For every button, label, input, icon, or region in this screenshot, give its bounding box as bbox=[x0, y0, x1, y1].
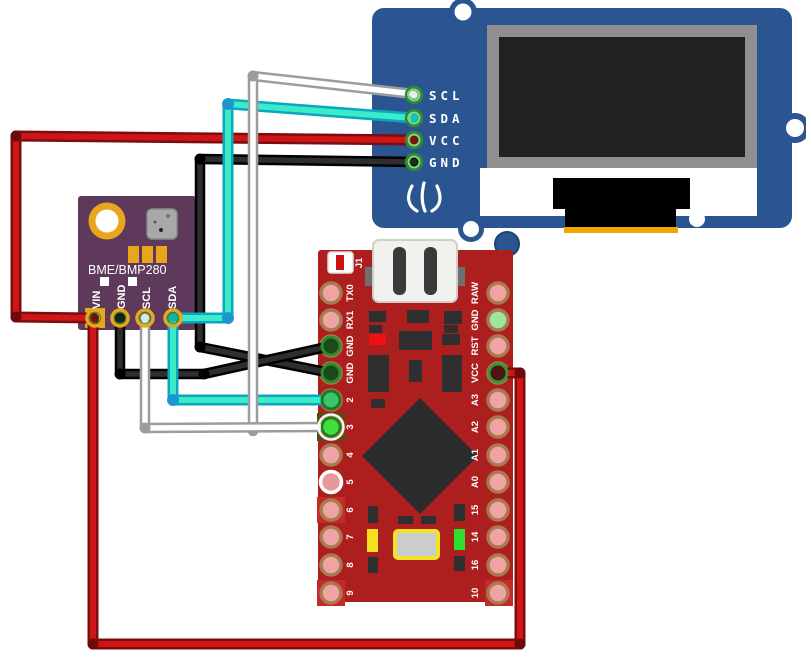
svg-text:RST: RST bbox=[470, 336, 481, 355]
pin-gnd-l2-overlay[interactable] bbox=[320, 362, 342, 384]
fuse bbox=[327, 251, 354, 274]
oled-pin-label-gnd: GND bbox=[429, 155, 464, 170]
bme280-board[interactable]: BME/BMP280 VIN GND SCL SDA bbox=[78, 196, 196, 330]
bme-sensor-chip bbox=[146, 208, 178, 240]
svg-text:4: 4 bbox=[345, 452, 356, 458]
pin-2-overlay[interactable] bbox=[320, 389, 342, 411]
bme-title: BME/BMP280 bbox=[88, 263, 167, 277]
bme-pin-label-vin: VIN bbox=[91, 291, 103, 309]
oled-pin-sda[interactable] bbox=[404, 108, 424, 128]
promicro-left-labels: TX0 RX1 GND GND 2 3 4 5 6 7 8 9 bbox=[345, 284, 356, 595]
wire-sda-bme-to-promicro[interactable] bbox=[167, 312, 337, 406]
oled-flex-connector bbox=[553, 178, 705, 233]
bme-pad1 bbox=[100, 277, 109, 286]
pin-6[interactable] bbox=[319, 498, 343, 522]
bme-pin-sda[interactable] bbox=[163, 308, 183, 328]
bme-gold-pads bbox=[128, 246, 167, 263]
oled-board[interactable]: SCL SDA VCC GND bbox=[372, 0, 806, 257]
svg-text:10: 10 bbox=[470, 588, 481, 599]
svg-text:2: 2 bbox=[345, 397, 356, 402]
bme-pin-vin[interactable] bbox=[85, 308, 105, 328]
smd-components bbox=[367, 310, 465, 573]
oled-hole-right bbox=[786, 119, 804, 137]
svg-text:8: 8 bbox=[345, 562, 356, 567]
wire-vcc-oled-to-bme[interactable] bbox=[10, 130, 420, 324]
pin-7[interactable] bbox=[319, 525, 343, 549]
svg-text:A0: A0 bbox=[470, 476, 481, 488]
oled-pin-vcc[interactable] bbox=[404, 130, 424, 150]
yellow-led bbox=[367, 529, 378, 552]
pin-raw[interactable] bbox=[486, 281, 510, 305]
pin-15[interactable] bbox=[486, 498, 510, 522]
pin-a2[interactable] bbox=[486, 415, 510, 439]
wire-scl-bme-to-promicro[interactable] bbox=[139, 312, 337, 434]
pin-5[interactable] bbox=[318, 469, 344, 495]
pin-14[interactable] bbox=[486, 525, 510, 549]
svg-text:5: 5 bbox=[345, 479, 356, 485]
wire-vcc-bme-to-promicro[interactable] bbox=[87, 312, 526, 650]
pin-4[interactable] bbox=[319, 443, 343, 467]
pin-tx0[interactable] bbox=[319, 281, 343, 305]
oled-pin-overlays[interactable] bbox=[404, 85, 424, 172]
pin-a0[interactable] bbox=[486, 470, 510, 494]
svg-text:GND: GND bbox=[470, 309, 481, 330]
svg-text:6: 6 bbox=[345, 507, 356, 512]
svg-text:RX1: RX1 bbox=[345, 310, 356, 329]
wire-gnd-bme-to-promicro[interactable] bbox=[114, 312, 337, 380]
usb-connector bbox=[365, 239, 465, 303]
pin-3-overlay[interactable] bbox=[317, 413, 345, 441]
crystal bbox=[393, 529, 440, 560]
bme-pin-scl[interactable] bbox=[135, 308, 155, 328]
bme-pin-label-gnd: GND bbox=[116, 285, 128, 310]
pin-a1[interactable] bbox=[486, 443, 510, 467]
pin-rst[interactable] bbox=[486, 334, 510, 358]
bme-pad2 bbox=[128, 277, 137, 286]
svg-text:15: 15 bbox=[470, 504, 481, 515]
svg-text:9: 9 bbox=[345, 590, 356, 595]
pin-a3[interactable] bbox=[486, 388, 510, 412]
svg-text:A1: A1 bbox=[470, 448, 481, 461]
j1-label: J1 bbox=[354, 257, 365, 268]
wire-sda-bme-to-oled[interactable] bbox=[167, 98, 420, 324]
svg-text:RAW: RAW bbox=[470, 282, 481, 304]
seeed-logo-icon bbox=[406, 181, 442, 213]
promicro-pin-overlays[interactable] bbox=[317, 335, 509, 441]
oled-pin-scl[interactable] bbox=[404, 85, 424, 105]
red-led bbox=[369, 334, 386, 345]
svg-text:14: 14 bbox=[470, 531, 481, 542]
svg-text:A2: A2 bbox=[470, 421, 481, 433]
bme-pin-label-sda: SDA bbox=[167, 286, 179, 309]
pin-gnd-r[interactable] bbox=[486, 308, 510, 332]
svg-text:16: 16 bbox=[470, 560, 481, 571]
svg-text:GND: GND bbox=[345, 335, 356, 356]
pin-vcc-overlay[interactable] bbox=[487, 362, 509, 384]
pin-16[interactable] bbox=[486, 553, 510, 577]
oled-pin-label-vcc: VCC bbox=[429, 133, 464, 148]
svg-text:GND: GND bbox=[345, 362, 356, 383]
bme-pin-label-scl: SCL bbox=[141, 287, 153, 309]
svg-text:TX0: TX0 bbox=[345, 284, 356, 301]
oled-pin-gnd[interactable] bbox=[404, 152, 424, 172]
svg-text:7: 7 bbox=[345, 534, 356, 539]
pin-gnd-l1-overlay[interactable] bbox=[320, 335, 342, 357]
oled-screen bbox=[499, 37, 745, 157]
oled-hole-top bbox=[454, 3, 472, 21]
svg-text:A3: A3 bbox=[470, 394, 481, 406]
bme-pin-overlays[interactable] bbox=[85, 308, 183, 328]
mcu-chip bbox=[362, 398, 478, 514]
green-led bbox=[454, 529, 465, 550]
oled-hole-bottom bbox=[463, 221, 479, 237]
pin-rx1[interactable] bbox=[319, 308, 343, 332]
svg-text:VCC: VCC bbox=[470, 363, 481, 383]
oled-pin-label-scl: SCL bbox=[429, 88, 464, 103]
pin-8[interactable] bbox=[319, 553, 343, 577]
promicro-board[interactable]: J1 TX0 RX1 GND GND 2 3 4 5 6 7 8 9 RAW G… bbox=[317, 239, 513, 606]
bme-pin-gnd[interactable] bbox=[110, 308, 130, 328]
oled-pin-label-sda: SDA bbox=[429, 111, 464, 126]
pin-10[interactable] bbox=[486, 581, 510, 605]
svg-text:3: 3 bbox=[345, 424, 356, 429]
bme-mount-hole bbox=[95, 209, 119, 233]
promicro-right-labels: RAW GND RST VCC A3 A2 A1 A0 15 14 16 10 bbox=[470, 282, 481, 598]
pin-9[interactable] bbox=[319, 581, 343, 605]
